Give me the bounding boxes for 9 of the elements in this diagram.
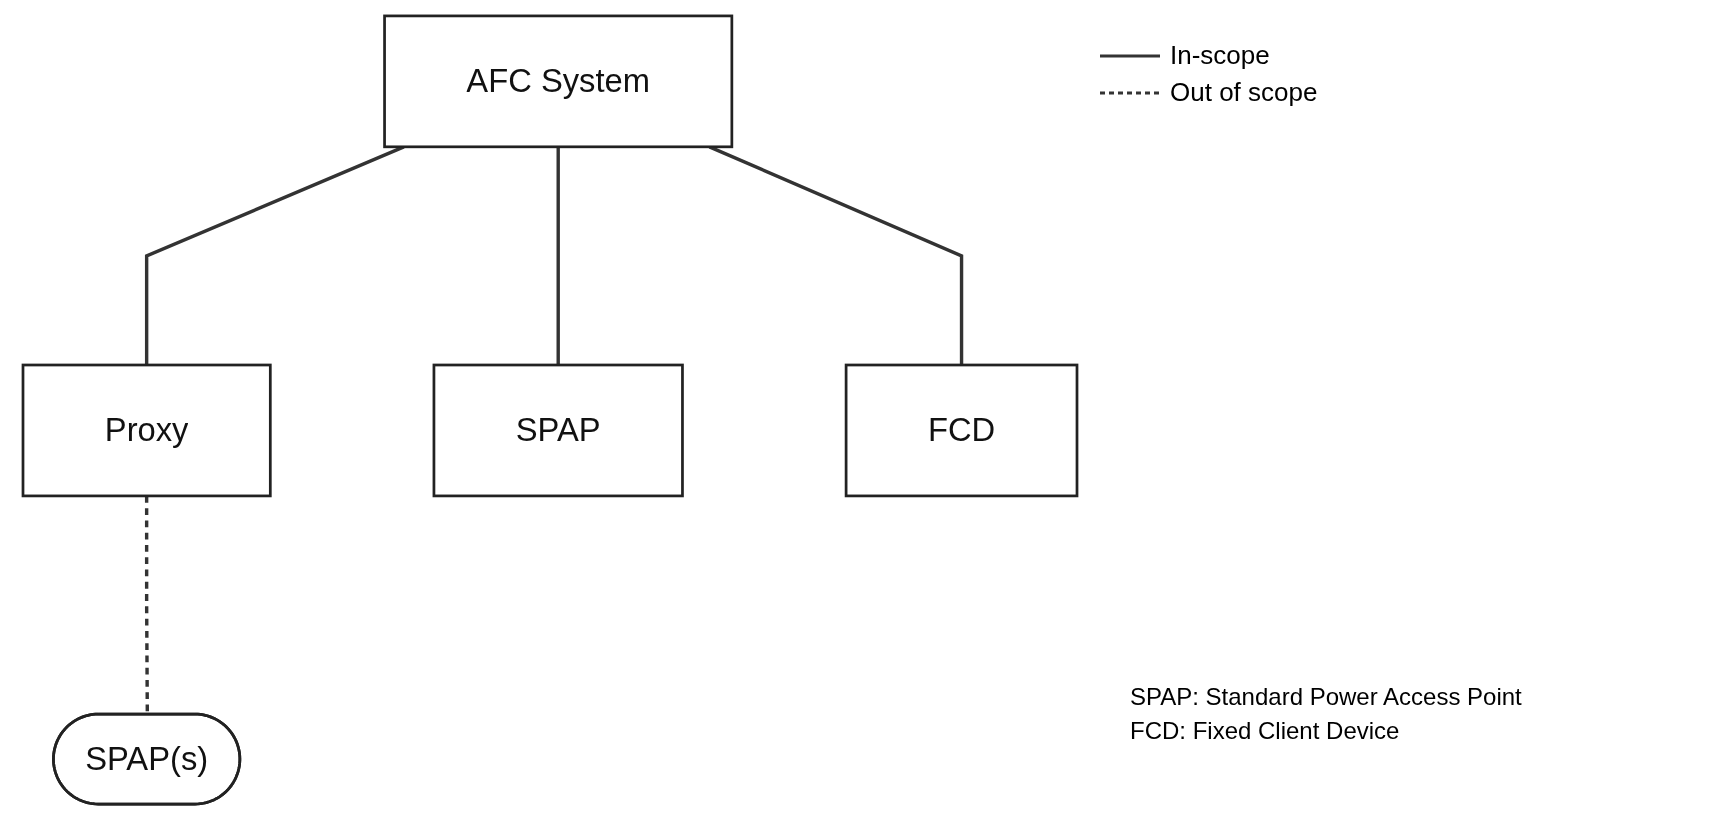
abbreviation-note: FCD: Fixed Client Device (1130, 716, 1400, 746)
legend-text: In-scope (1170, 40, 1270, 71)
node-box: SPAP (432, 363, 684, 498)
connector (556, 146, 560, 365)
node-box: FCD (844, 363, 1079, 498)
node-box: AFC System (383, 14, 734, 149)
node-box: Proxy (21, 363, 272, 498)
abbreviation-note: SPAP: Standard Power Access Point (1130, 682, 1522, 712)
legend-text: Out of scope (1170, 77, 1318, 108)
